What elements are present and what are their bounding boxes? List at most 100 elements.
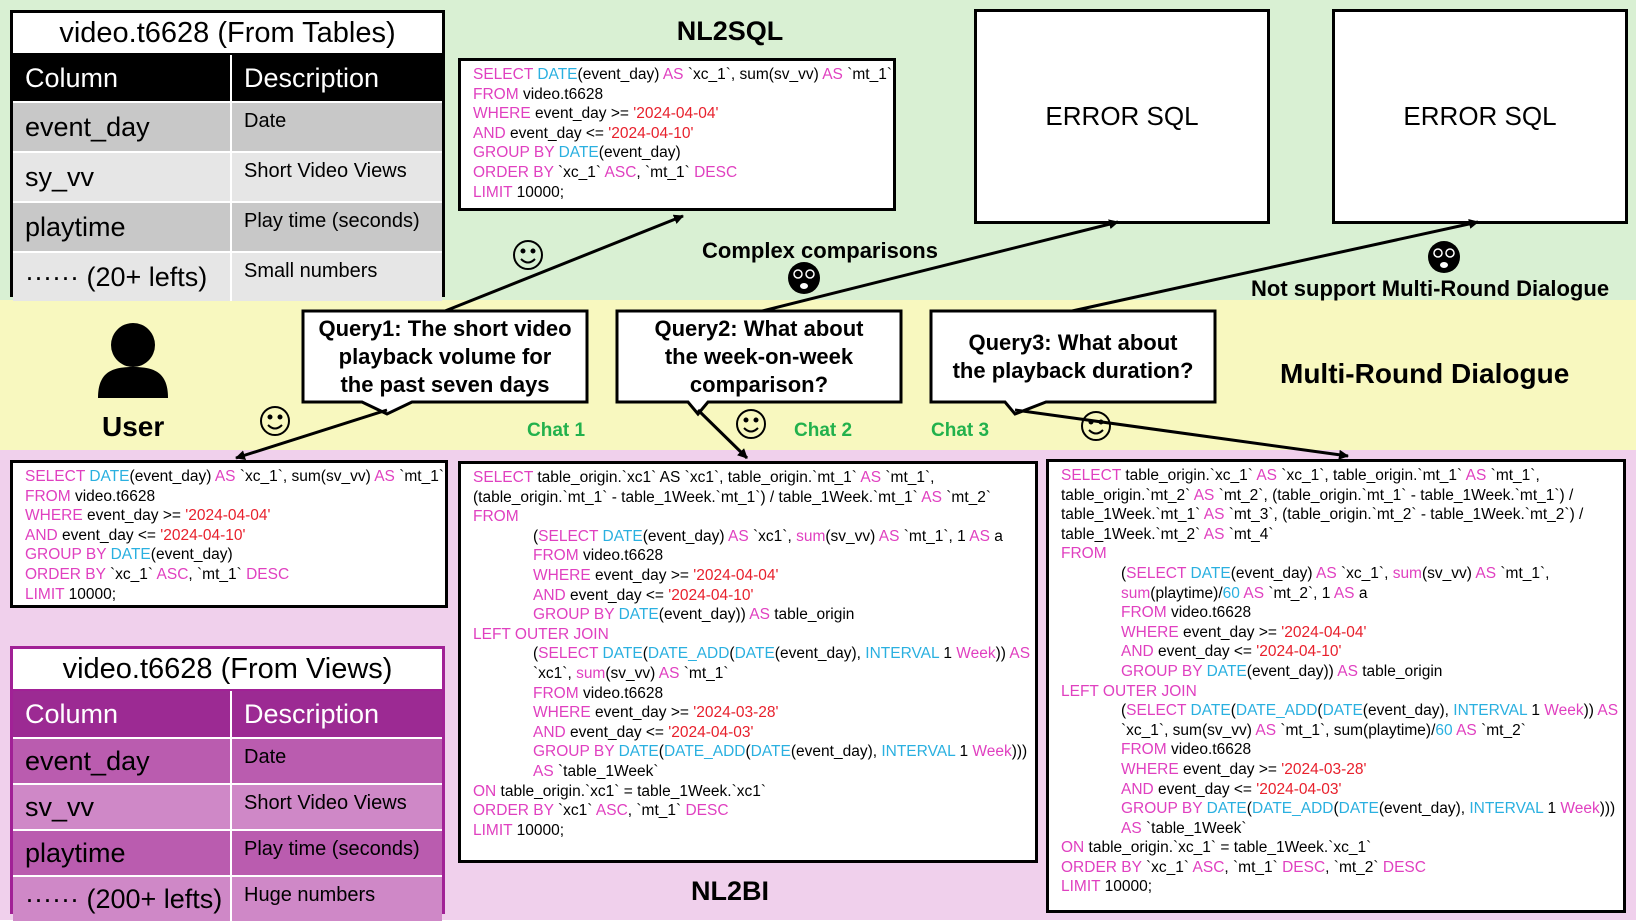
query1-text: Query1: The short video playback volume … <box>303 315 587 399</box>
chat-2-label: Chat 2 <box>794 420 853 441</box>
column-name: playtime <box>13 201 232 252</box>
code-line: FROM <box>473 508 519 526</box>
column-header: Column <box>13 55 232 102</box>
nl2sql-code-box: SELECT DATE(event_day) AS `xc_1`, sum(sv… <box>458 58 896 211</box>
dizzy-face-icon <box>788 262 820 294</box>
code-line: `xc1`, sum(sv_vv) AS `mt_1` <box>533 664 729 682</box>
code-line: SELECT DATE(event_day) AS `xc_1`, sum(sv… <box>25 468 444 485</box>
chat2-code-box: SELECT table_origin.`xc1` AS `xc1`, tabl… <box>458 461 1038 863</box>
code-line: LEFT OUTER JOIN <box>1061 682 1197 700</box>
table-row: playtime Play time (seconds) <box>13 829 442 876</box>
table-row: sv_vv Short Video Views <box>13 783 442 830</box>
query-line: Query2: What about <box>654 316 864 341</box>
table-row: ······ (200+ lefts) Huge numbers <box>13 875 442 921</box>
code-line: FROM video.t6628 <box>25 487 156 505</box>
schema-table-from-tables: video.t6628 (From Tables) Column Descrip… <box>10 10 445 301</box>
code-line: FROM video.t6628 <box>1121 741 1252 759</box>
code-line: WHERE event_day >= '2024-03-28' <box>533 704 779 722</box>
column-description: Play time (seconds) <box>231 829 442 876</box>
code-line: ORDER BY `xc_1` ASC, `mt_1` DESC, `mt_2`… <box>1061 858 1426 876</box>
code-line: FROM <box>1061 545 1107 563</box>
smiley-icon <box>260 406 290 436</box>
table-row: sy_vv Short Video Views <box>13 151 442 202</box>
description-header: Description <box>231 691 442 738</box>
code-line: ON table_origin.`xc1` = table_1Week.`xc1… <box>473 782 767 800</box>
code-line: LIMIT 10000; <box>473 821 565 839</box>
arrow-q2-error <box>761 219 1119 313</box>
error-sql-box: ERROR SQL <box>1332 9 1628 224</box>
query1-bubble <box>301 309 589 416</box>
code-line: AND event_day <= '2024-04-10' <box>25 526 246 544</box>
code-line: AND event_day <= '2024-04-10' <box>1121 643 1342 661</box>
code-line: SELECT table_origin.`xc_1` AS `xc_1`, ta… <box>1061 467 1540 484</box>
column-description: Huge numbers <box>231 875 442 921</box>
schema-table-from-views: video.t6628 (From Views) Column Descript… <box>10 646 445 921</box>
smiley-icon <box>513 240 543 270</box>
multi-round-label: Multi-Round Dialogue <box>1280 358 1570 389</box>
query3-text: Query3: What about the playback duration… <box>931 329 1215 385</box>
code-line: (table_origin.`mt_1` - table_1Week.`mt_1… <box>473 488 992 506</box>
code-line: FROM video.t6628 <box>533 547 664 565</box>
code-line: ORDER BY `xc1` ASC, `mt_1` DESC <box>473 802 729 820</box>
column-name: playtime <box>13 829 232 876</box>
code-line: AS `table_1Week` <box>1121 819 1247 837</box>
column-description: Small numbers <box>231 251 442 301</box>
code-line: WHERE event_day >= '2024-04-04' <box>473 105 719 123</box>
query-line: Query3: What about <box>968 330 1178 355</box>
schema-grid: Column Description event_day Date sy_vv … <box>13 55 442 301</box>
description-header: Description <box>231 55 442 102</box>
column-name: event_day <box>13 101 232 152</box>
code-line: SELECT DATE(event_day) AS `xc_1`, sum(sv… <box>473 66 892 83</box>
table-row: playtime Play time (seconds) <box>13 201 442 252</box>
column-header: Column <box>13 691 232 738</box>
code-line: (SELECT DATE(DATE_ADD(DATE(event_day), I… <box>533 645 1031 663</box>
not-support-note: Not support Multi-Round Dialogue <box>1251 276 1610 301</box>
code-line: `xc_1`, sum(sv_vv) AS `mt_1`, sum(playti… <box>1121 721 1526 739</box>
smiley-icon <box>736 409 766 439</box>
query3-bubble <box>929 309 1217 416</box>
chat-1-label: Chat 1 <box>527 420 586 441</box>
user-label: User <box>102 411 165 442</box>
schema-grid: Column Description event_day Date sv_vv … <box>13 691 442 921</box>
error-sql-label: ERROR SQL <box>1045 101 1199 131</box>
query-line: Query1: The short video <box>318 316 572 341</box>
arrow-q3-error <box>1071 219 1479 313</box>
code-line: GROUP BY DATE(DATE_ADD(DATE(event_day), … <box>533 743 1028 761</box>
chat1-code-box: SELECT DATE(event_day) AS `xc_1`, sum(sv… <box>10 460 448 608</box>
column-name: event_day <box>13 737 232 784</box>
code-line: (SELECT DATE(DATE_ADD(DATE(event_day), I… <box>1121 702 1619 720</box>
code-line: LIMIT 10000; <box>1061 878 1153 896</box>
code-line: LEFT OUTER JOIN <box>473 625 609 643</box>
query-line: the past seven days <box>340 372 550 397</box>
arrow-q2-chat2 <box>696 408 749 460</box>
error-sql-label: ERROR SQL <box>1403 101 1557 131</box>
query2-text: Query2: What about the week-on-week comp… <box>617 315 901 399</box>
code-line: GROUP BY DATE(event_day)) AS table_origi… <box>1121 662 1443 680</box>
code-line: ORDER BY `xc_1` ASC, `mt_1` DESC <box>25 565 290 583</box>
arrow-q1-nl2sql <box>444 214 684 313</box>
query-line: playback volume for <box>338 344 552 369</box>
table-row: event_day Date <box>13 101 442 152</box>
code-line: table_origin.`mt_2` AS `mt_2`, (table_or… <box>1061 486 1574 504</box>
column-name: ······ (20+ lefts) <box>13 251 232 301</box>
code-line: WHERE event_day >= '2024-04-04' <box>1121 623 1367 641</box>
schema-title: video.t6628 (From Views) <box>13 649 442 691</box>
chat-3-label: Chat 3 <box>931 420 990 441</box>
code-line: LIMIT 10000; <box>473 183 565 201</box>
column-name: ······ (200+ lefts) <box>13 875 232 921</box>
schema-title: video.t6628 (From Tables) <box>13 13 442 55</box>
code-line: FROM video.t6628 <box>473 85 604 103</box>
code-line: table_1Week.`mt_2` AS `mt_4` <box>1061 525 1274 543</box>
code-line: SELECT table_origin.`xc1` AS `xc1`, tabl… <box>473 469 935 486</box>
arrow-q1-chat1 <box>235 408 388 461</box>
complex-comparisons-note: Complex comparisons <box>702 238 938 263</box>
smiley-icon <box>1081 411 1111 441</box>
table-row: event_day Date <box>13 737 442 784</box>
query2-bubble <box>615 309 903 417</box>
nl2sql-label: NL2SQL <box>676 16 784 46</box>
code-line: GROUP BY DATE(event_day) <box>473 144 681 162</box>
code-line: AND event_day <= '2024-04-03' <box>1121 780 1342 798</box>
column-description: Short Video Views <box>231 151 442 202</box>
column-name: sy_vv <box>13 151 232 202</box>
